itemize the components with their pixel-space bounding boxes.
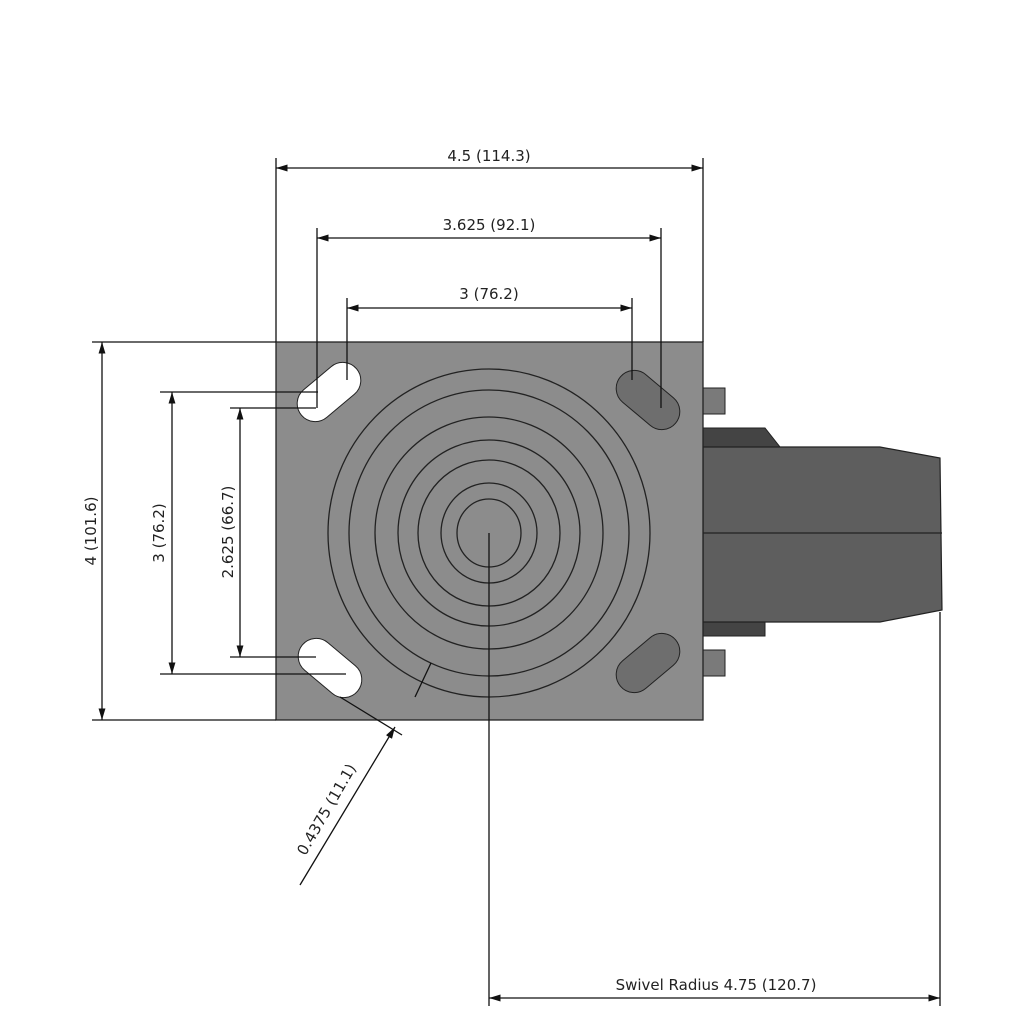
bolt-slot [297, 637, 363, 699]
dim-label: 4 (101.6) [82, 497, 100, 566]
bolt-slot [615, 632, 681, 694]
dim-bolt-outer-x: 3.625 (92.1) [316, 216, 662, 408]
dim-bolt-outer-y: 3 (76.2) [150, 391, 346, 675]
dim-label: 3 (76.2) [150, 503, 168, 562]
dim-label: Swivel Radius 4.75 (120.7) [616, 976, 817, 994]
bolt-slot [615, 369, 681, 431]
dim-label: 2.625 (66.7) [219, 486, 237, 579]
dim-label: 3 (76.2) [459, 285, 518, 303]
dim-swivel-radius: Swivel Radius 4.75 (120.7) [488, 533, 941, 1006]
dim-plate-width: 4.5 (114.3) [275, 147, 704, 342]
dim-plate-length: 4 (101.6) [82, 341, 276, 721]
dim-bolt-inner-y: 2.625 (66.7) [219, 407, 316, 658]
dim-label: 3.625 (92.1) [443, 216, 536, 234]
dim-label: 0.4375 (11.1) [293, 761, 360, 859]
dim-bolt-inner-x: 3 (76.2) [346, 285, 633, 380]
dim-label: 4.5 (114.3) [447, 147, 530, 165]
wheel [702, 387, 943, 677]
